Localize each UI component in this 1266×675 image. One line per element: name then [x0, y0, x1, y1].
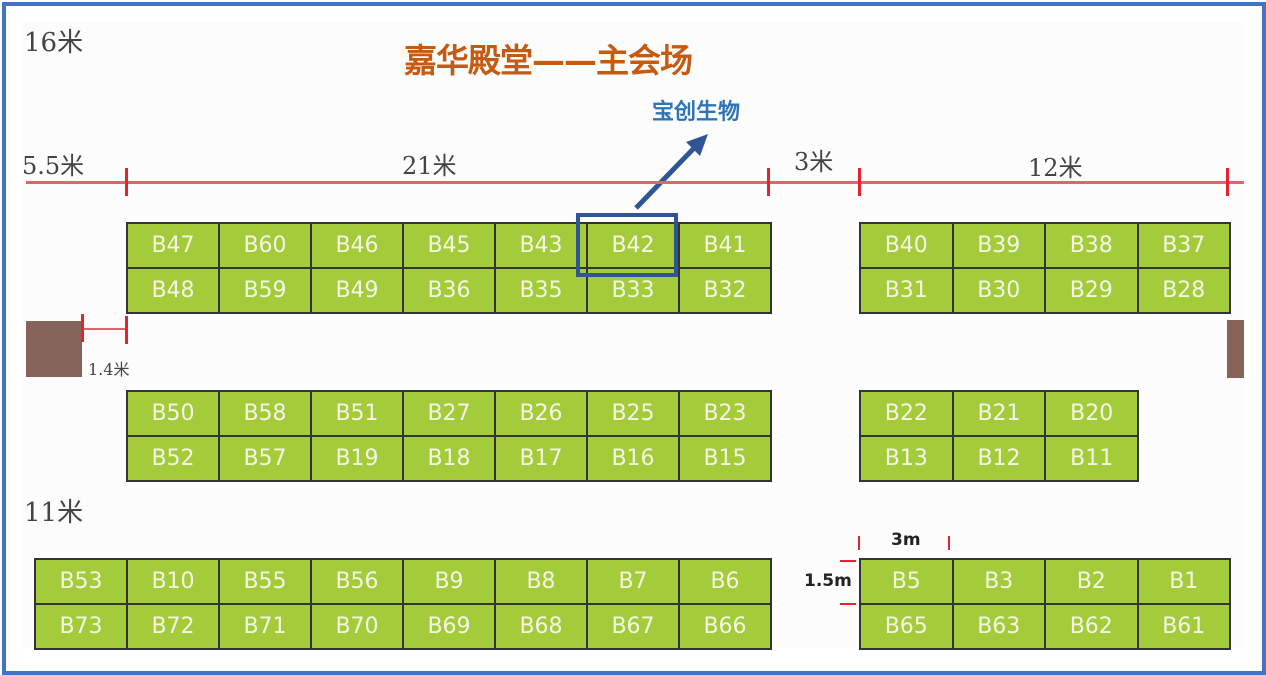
- booth-cell: B72: [128, 605, 218, 648]
- booth-cell: B5: [861, 560, 952, 603]
- dimension-tick: [948, 536, 950, 550]
- floor-plan-canvas: [22, 22, 1244, 648]
- booth-cell: B39: [953, 224, 1044, 267]
- booth-cell: B49: [312, 269, 402, 312]
- booth-cell: B1: [1138, 560, 1229, 603]
- pillar-left: [26, 321, 82, 377]
- dim-left-margin: 5.5米: [22, 152, 85, 180]
- booth-cell: B19: [312, 437, 402, 480]
- dim-block-a-width: 21米: [402, 152, 457, 180]
- booth-cell: B69: [404, 605, 494, 648]
- booth-cell: B21: [953, 392, 1045, 435]
- dimension-tick: [767, 168, 770, 196]
- booth-cell: B12: [953, 437, 1045, 480]
- booth-cell: B2: [1046, 560, 1137, 603]
- booth-cell: B20: [1046, 392, 1137, 435]
- dimension-tick: [840, 560, 856, 562]
- booth-cell: B53: [36, 560, 126, 603]
- booth-cell: B22: [861, 392, 952, 435]
- booth-cell: B27: [404, 392, 494, 435]
- dim-booth-depth: 1.5m: [804, 571, 852, 591]
- booth-cell: B50: [128, 392, 218, 435]
- highlighted-booth-box: [576, 213, 678, 277]
- booth-cell: B38: [1046, 224, 1137, 267]
- booth-cell: B9: [404, 560, 494, 603]
- booth-cell: B6: [680, 560, 770, 603]
- booth-cell: B37: [1138, 224, 1229, 267]
- pillar-right: [1227, 320, 1244, 378]
- booth-cell: B67: [588, 605, 678, 648]
- booth-cell: B40: [861, 224, 952, 267]
- dimension-line: [26, 181, 1244, 184]
- dim-hall-height: 16米: [24, 28, 84, 58]
- booth-cell: B61: [1138, 605, 1229, 648]
- booth-cell: B15: [680, 437, 770, 480]
- dimension-tick: [840, 603, 856, 605]
- booth-cell: B30: [953, 269, 1044, 312]
- booth-cell: B36: [404, 269, 494, 312]
- booth-cell: B63: [953, 605, 1044, 648]
- dimension-tick: [858, 536, 860, 550]
- booth-cell: B55: [220, 560, 310, 603]
- booth-cell: B71: [220, 605, 310, 648]
- booth-cell: B57: [220, 437, 310, 480]
- booth-cell: B7: [588, 560, 678, 603]
- booth-cell: B52: [128, 437, 218, 480]
- booth-cell: B13: [861, 437, 952, 480]
- booth-cell: B56: [312, 560, 402, 603]
- booth-cell: B46: [312, 224, 402, 267]
- booth-cell: B66: [680, 605, 770, 648]
- venue-title: 嘉华殿堂——主会场: [404, 41, 693, 80]
- booth-cell: B47: [128, 224, 218, 267]
- booth-cell: B68: [496, 605, 586, 648]
- dim-block-b-width: 12米: [1028, 154, 1083, 182]
- dim-aisle-width: 3米: [794, 148, 834, 176]
- booth-cell: B25: [588, 392, 678, 435]
- booth-cell: B65: [861, 605, 952, 648]
- pillar-gap-line: [82, 328, 126, 330]
- booth-cell: B60: [220, 224, 310, 267]
- booth-cell: B10: [128, 560, 218, 603]
- booth-cell: B28: [1138, 269, 1229, 312]
- booth-cell: B26: [496, 392, 586, 435]
- pointer-arrow-icon: [634, 134, 708, 210]
- dimension-tick: [125, 316, 128, 344]
- dim-pillar-gap: 1.4米: [88, 360, 130, 379]
- dimension-tick: [858, 168, 861, 196]
- booth-cell: B43: [496, 224, 586, 267]
- booth-cell: B62: [1046, 605, 1137, 648]
- booth-cell: B35: [496, 269, 586, 312]
- booth-cell: B58: [220, 392, 310, 435]
- dim-lower-gap: 11米: [24, 498, 84, 528]
- booth-cell: B42: [588, 224, 678, 267]
- dimension-tick: [125, 168, 128, 196]
- booth-cell: B8: [496, 560, 586, 603]
- booth-cell: B41: [680, 224, 770, 267]
- booth-cell: B45: [404, 224, 494, 267]
- exhibitor-label: 宝创生物: [652, 100, 741, 125]
- booth-cell: B17: [496, 437, 586, 480]
- booth-cell: B73: [36, 605, 126, 648]
- booth-cell: B51: [312, 392, 402, 435]
- booth-cell: B70: [312, 605, 402, 648]
- booth-cell: B59: [220, 269, 310, 312]
- booth-cell: B48: [128, 269, 218, 312]
- booth-cell: B18: [404, 437, 494, 480]
- booth-cell: B29: [1046, 269, 1137, 312]
- booth-cell: B3: [953, 560, 1044, 603]
- booth-cell: B23: [680, 392, 770, 435]
- dim-booth-width: 3m: [891, 530, 921, 550]
- dimension-tick: [1226, 168, 1229, 196]
- dimension-tick: [81, 314, 84, 342]
- booth-cell: B32: [680, 269, 770, 312]
- booth-cell: B11: [1046, 437, 1137, 480]
- booth-cell: B31: [861, 269, 952, 312]
- booth-cell: B16: [588, 437, 678, 480]
